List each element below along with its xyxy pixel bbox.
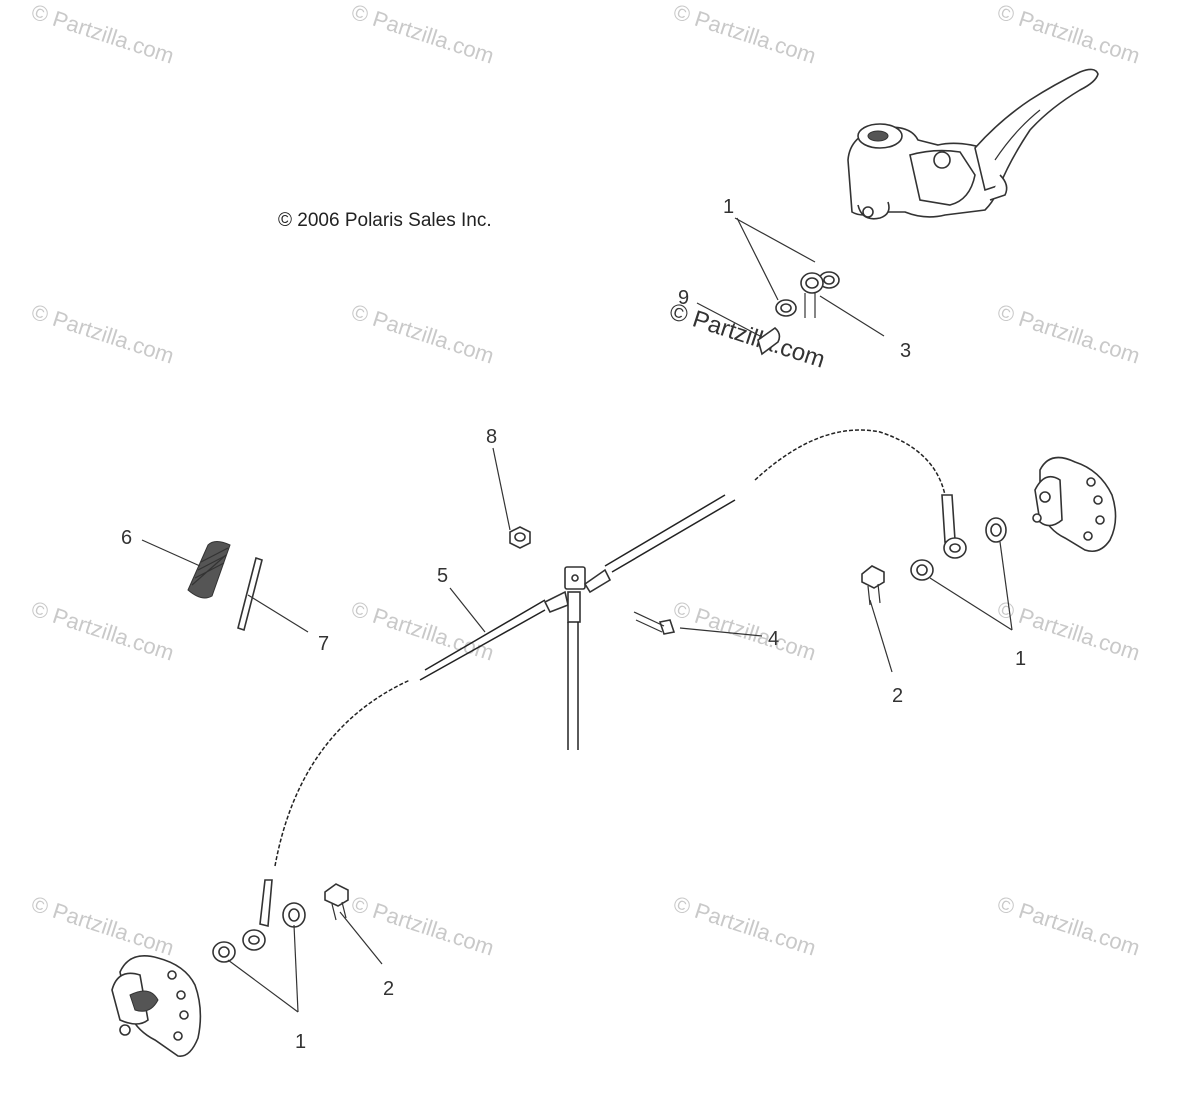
watermark: © Partzilla.com	[348, 596, 497, 666]
callout-washer-bottom: 1	[295, 1031, 306, 1053]
callout-brake-line: 5	[437, 565, 448, 587]
pin	[237, 556, 263, 632]
callout-bolt-tee: 4	[768, 628, 779, 650]
callout-banjo-fitting: 3	[900, 340, 911, 362]
watermark: © Partzilla.com	[28, 0, 177, 69]
leader-lines	[141, 447, 1013, 1013]
watermark: © Partzilla.com	[670, 0, 819, 69]
callout-fitting-top: 9	[678, 287, 689, 309]
callout-washer-top: 1	[723, 196, 734, 218]
watermark: © Partzilla.com	[994, 891, 1143, 961]
nut	[509, 526, 531, 549]
bolt-tee	[633, 611, 676, 635]
watermark: © Partzilla.com	[28, 596, 177, 666]
watermark: © Partzilla.com	[994, 0, 1143, 69]
top-hardware	[696, 271, 840, 356]
bolt-bottom	[324, 883, 349, 921]
bolt-right	[861, 565, 885, 606]
callout-pin: 7	[318, 633, 329, 655]
watermark: © Partzilla.com	[348, 0, 497, 69]
spring	[187, 541, 231, 599]
watermark: © Partzilla.com	[994, 299, 1143, 369]
watermark: © Partzilla.com	[348, 299, 497, 369]
callout-nut: 8	[486, 426, 497, 448]
brake-line	[242, 429, 967, 951]
master-cylinder	[847, 68, 1099, 220]
watermark: © Partzilla.com	[28, 299, 177, 369]
copyright-text: © 2006 Polaris Sales Inc.	[278, 210, 492, 231]
watermark: © Partzilla.com	[670, 596, 819, 666]
callout-bolt-bottom: 2	[383, 978, 394, 1000]
watermark: © Partzilla.com	[28, 891, 177, 961]
watermark-grid: © Partzilla.com © Partzilla.com © Partzi…	[28, 0, 1143, 961]
callout-bolt-right: 2	[892, 685, 903, 707]
callout-spring: 6	[121, 527, 132, 549]
watermark-center: © Partzilla.com	[666, 298, 828, 374]
watermark: © Partzilla.com	[670, 891, 819, 961]
caliper-left	[111, 955, 202, 1057]
callout-washer-right: 1	[1015, 648, 1026, 670]
caliper-right	[1032, 456, 1117, 553]
